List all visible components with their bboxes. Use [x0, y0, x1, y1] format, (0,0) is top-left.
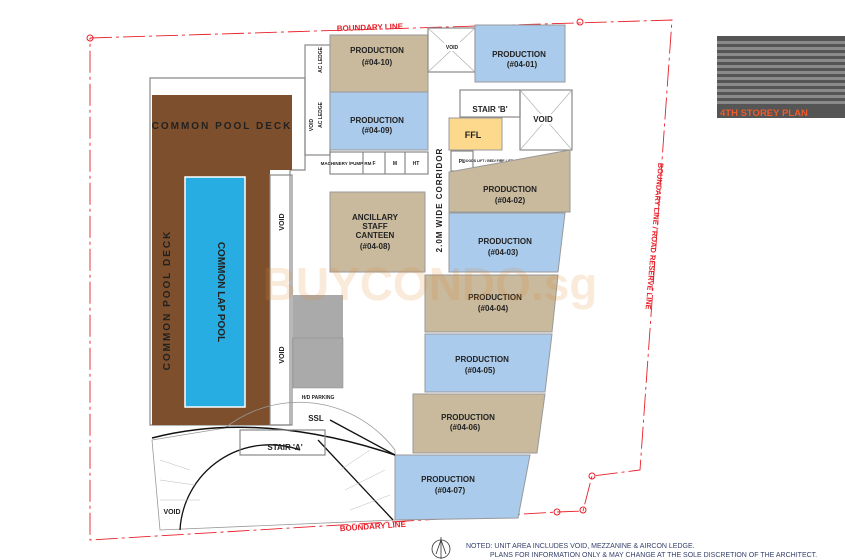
void-label: VOID [309, 119, 315, 132]
boundary-label-top: BOUNDARY LINE [337, 22, 404, 33]
unit-name: PRODUCTION [350, 116, 404, 125]
boundary-line [89, 19, 673, 541]
f-label: F [372, 161, 375, 167]
boundary-label-right: BOUNDARY LINE / ROAD RESERVE LINE [644, 162, 666, 310]
boundary-marker [86, 34, 94, 42]
note-line2: PLANS FOR INFORMATION ONLY & MAY CHANGE … [490, 552, 817, 559]
ac-ledge-label: AC LEDGE [318, 101, 324, 128]
corridor-label: 2.0M WIDE CORRIDOR [435, 148, 444, 253]
plan-title: 4TH STOREY PLAN [720, 108, 808, 119]
lifts-label: GOODS LIFT / BED/ FIRE LIFT [463, 159, 514, 163]
ffl-room [448, 117, 503, 151]
ht-label: HT [413, 161, 420, 167]
void-label: VOID [446, 45, 459, 51]
unit-04-04[interactable] [424, 274, 559, 333]
unit-04-01[interactable] [474, 24, 566, 83]
void-label: VOID [533, 115, 553, 124]
watermark: BUYCONDO.sg [263, 258, 598, 310]
stair-a [239, 429, 326, 456]
unit-name: PRODUCTION [468, 293, 522, 302]
unit-id: (#04-05) [465, 366, 496, 375]
unit-name: PRODUCTION [421, 475, 475, 484]
unit-name: PRODUCTION [483, 185, 537, 194]
title-block: 4TH STOREY PLAN [717, 36, 845, 119]
unit-name: PRODUCTION [455, 355, 509, 364]
canteen-line3: CANTEEN [356, 231, 395, 240]
hd-parking-label: H/D PARKING [302, 395, 335, 401]
unit-name: PRODUCTION [478, 237, 532, 246]
pool-deck-label-left: COMMON POOL DECK [162, 230, 173, 371]
parking-bay [292, 337, 344, 389]
unit-name: PRODUCTION [492, 50, 546, 59]
service-rooms [329, 151, 429, 175]
unit-name: PRODUCTION [441, 413, 495, 422]
ac-ledge-label: AC LEDGE [318, 46, 324, 73]
ssl-label: SSL [308, 414, 324, 423]
unit-name: PRODUCTION [350, 46, 404, 55]
unit-id: (#04-08) [360, 242, 391, 251]
pool-deck-label-top: COMMON POOL DECK [152, 121, 293, 132]
stair-a-label: STAIR 'A' [267, 443, 302, 452]
unit-id: (#04-10) [362, 58, 393, 67]
common-lap-pool [184, 176, 246, 408]
unit-id: (#04-04) [478, 304, 509, 313]
void-label: VOID [279, 213, 286, 230]
unit-id: (#04-09) [362, 126, 393, 135]
unit-04-05[interactable] [424, 333, 553, 393]
north-arrow-icon [431, 537, 451, 559]
canteen-line1: ANCILLARY [352, 213, 399, 222]
lap-pool-label: COMMON LAP POOL [215, 242, 226, 342]
parking-bay [293, 295, 343, 345]
unit-id: (#04-02) [495, 196, 526, 205]
void-strip-lower [269, 174, 293, 426]
void-area [519, 89, 573, 151]
unit-04-06[interactable] [412, 393, 546, 454]
boundary-marker [553, 508, 561, 516]
void-label: VOID [163, 509, 180, 516]
unit-04-08-canteen[interactable] [329, 191, 426, 273]
unit-id: (#04-07) [435, 486, 466, 495]
unit-04-09[interactable] [329, 91, 429, 151]
unit-04-02[interactable] [448, 149, 571, 213]
void-label: VOID [279, 346, 286, 363]
stair-b-label: STAIR 'B' [472, 105, 507, 114]
pl-label: PL [459, 159, 465, 165]
unit-id: (#04-01) [507, 60, 538, 69]
unit-04-03[interactable] [448, 212, 566, 273]
boundary-marker [579, 506, 587, 514]
canteen-line2: STAFF [362, 222, 387, 231]
m-label: M [393, 161, 397, 167]
unit-id: (#04-03) [488, 248, 519, 257]
machinery-label: MACHINERY /PUMP RM [321, 161, 372, 166]
note-line1: NOTED: UNIT AREA INCLUDES VOID, MEZZANIN… [466, 543, 695, 550]
boundary-marker [576, 18, 584, 26]
unit-id: (#04-06) [450, 423, 481, 432]
curved-ramp [151, 401, 396, 531]
boundary-marker [588, 472, 596, 480]
ffl-label: FFL [465, 130, 482, 140]
